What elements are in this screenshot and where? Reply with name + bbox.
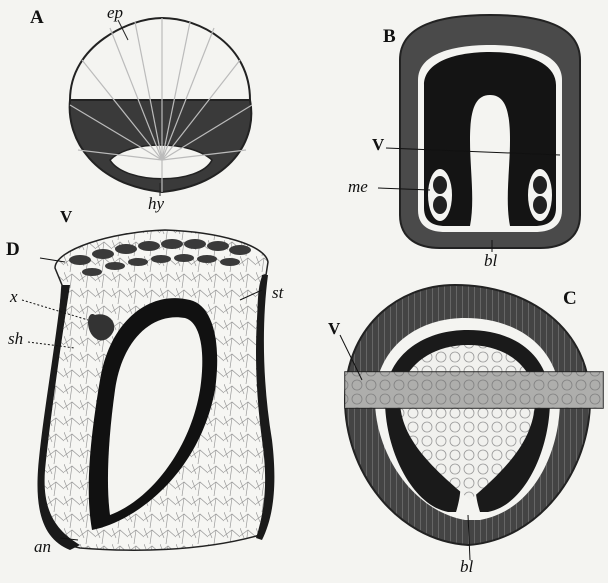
- label-me: me: [348, 178, 368, 195]
- label-st: st: [272, 284, 283, 301]
- label-ep: ep: [107, 4, 123, 21]
- panel-b-drawing: [378, 15, 580, 252]
- label-hy: hy: [148, 195, 164, 212]
- panel-label-b: B: [383, 27, 396, 46]
- label-sh: sh: [8, 330, 23, 347]
- panel-d-drawing: [22, 230, 274, 550]
- panel-label-d: D: [6, 240, 20, 259]
- panel-label-a: A: [30, 8, 44, 27]
- label-b-v: V: [372, 136, 384, 153]
- panel-a-drawing: [70, 18, 252, 196]
- label-x: x: [10, 288, 18, 305]
- label-b-bl: bl: [484, 252, 497, 269]
- label-an: an: [34, 538, 51, 555]
- label-c-bl: bl: [460, 558, 473, 575]
- panel-label-c: C: [563, 289, 577, 308]
- label-d-v: V: [60, 208, 72, 225]
- label-c-v: V: [328, 320, 340, 337]
- panel-c-drawing: [340, 285, 603, 560]
